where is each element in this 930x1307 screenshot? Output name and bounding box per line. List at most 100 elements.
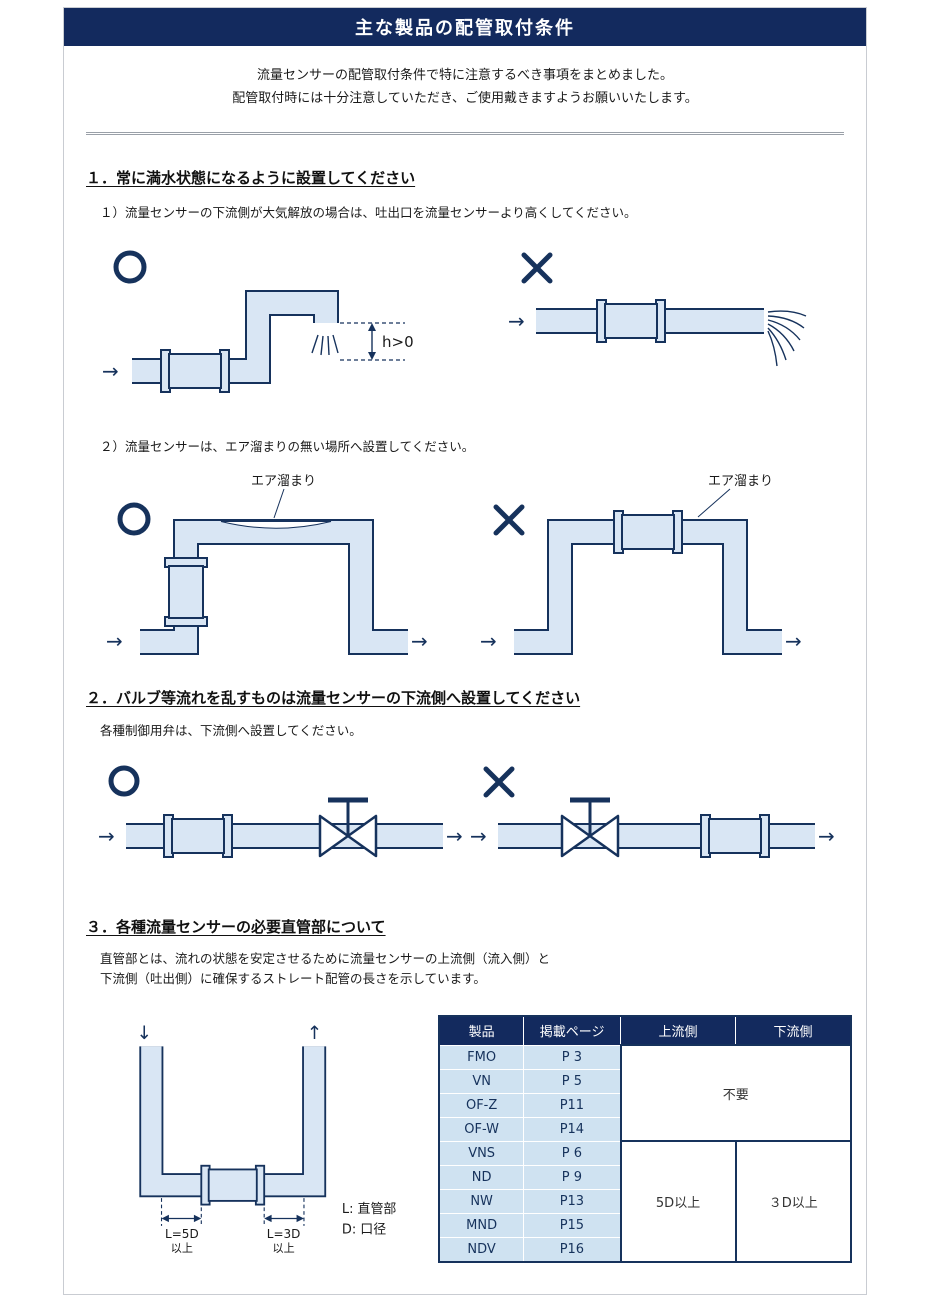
table-row: VNS P 6 5D以上 ３D以上 bbox=[438, 1140, 853, 1263]
product-cell: OF-Z bbox=[438, 1092, 525, 1118]
product-cell: ND bbox=[438, 1164, 525, 1190]
flow-sensor-icon bbox=[200, 1164, 266, 1206]
legend-d: D: 口径 bbox=[342, 1222, 386, 1237]
page-cell: P16 bbox=[523, 1236, 622, 1262]
page-cell: P14 bbox=[523, 1116, 622, 1142]
table-row: OF-Z P11 bbox=[438, 1092, 851, 1118]
table-row: VN P 5 bbox=[438, 1068, 851, 1094]
title-bar: 主な製品の配管取付条件 bbox=[64, 8, 866, 46]
product-cell: FMO bbox=[438, 1044, 525, 1070]
flow-sensor-icon bbox=[160, 349, 230, 393]
ok-mark bbox=[117, 502, 151, 536]
page-cell: P 6 bbox=[523, 1140, 622, 1166]
table-header-row: 製品 掲載ページ 上流側 下流側 bbox=[438, 1015, 852, 1046]
flow-sensor-icon bbox=[163, 814, 233, 858]
intro-line-1: 流量センサーの配管取付条件で特に注意するべき事項をまとめました。 bbox=[256, 68, 673, 83]
table-row: OF-W P14 bbox=[438, 1116, 851, 1142]
callout-line bbox=[273, 488, 285, 519]
col-header-product: 製品 bbox=[438, 1015, 525, 1046]
straight-pipe-section: ↓ ↑ L=5D 以上 L=3D 以上 L: 直管部 D: 口径 bbox=[64, 1013, 866, 1263]
page-cell: P13 bbox=[523, 1188, 622, 1214]
legend-l: L: 直管部 bbox=[342, 1202, 397, 1217]
arrowhead-right bbox=[296, 1214, 304, 1223]
flow-down-arrow: ↓ bbox=[137, 1023, 153, 1044]
page-cell: P 3 bbox=[523, 1044, 622, 1070]
diagram-raised-outlet-ok: → h>0 bbox=[102, 250, 414, 393]
ng-mark bbox=[493, 504, 525, 536]
product-cell: OF-W bbox=[438, 1116, 525, 1142]
pipe-fill bbox=[141, 1046, 325, 1196]
page-cell: P 5 bbox=[523, 1068, 622, 1094]
intro-text: 流量センサーの配管取付条件で特に注意するべき事項をまとめました。 配管取付時には… bbox=[64, 64, 866, 110]
ng-mark bbox=[521, 252, 553, 284]
page-cell: P11 bbox=[523, 1092, 622, 1118]
air-pocket-label: エア溜まり bbox=[251, 474, 316, 489]
height-label: h>0 bbox=[382, 333, 414, 351]
flow-in-arrow: → bbox=[98, 824, 115, 848]
flow-out-arrow: → bbox=[411, 629, 428, 653]
air-pocket bbox=[220, 521, 332, 529]
diagram-row-3: → → → → bbox=[64, 751, 866, 876]
air-pocket-label: エア溜まり bbox=[708, 474, 773, 489]
section3-heading: ３．各種流量センサーの必要直管部について bbox=[86, 918, 386, 936]
table-row: FMO P 3 不要 bbox=[438, 1044, 853, 1142]
desc-line-2: 下流側（吐出側）に確保するストレート配管の長さを示しています。 bbox=[100, 971, 486, 986]
flow-up-arrow: ↑ bbox=[307, 1023, 323, 1044]
group2-downstream: ３D以上 bbox=[734, 1140, 853, 1263]
flow-sensor-icon bbox=[164, 557, 208, 627]
diagram-air-pocket-ok: → エア溜まり → bbox=[106, 474, 428, 655]
table-row: NW P13 bbox=[438, 1188, 851, 1214]
section1-heading: １．常に満水状態になるように設置してください bbox=[86, 169, 416, 187]
water-spray-icon bbox=[767, 310, 807, 367]
ng-mark bbox=[483, 766, 515, 798]
dim-right-label: L=3D bbox=[267, 1227, 301, 1241]
callout-line bbox=[697, 488, 731, 518]
group2-upstream: 5D以上 bbox=[619, 1140, 737, 1263]
table-row: MND P15 bbox=[438, 1212, 851, 1238]
col-header-upstream: 上流側 bbox=[620, 1015, 737, 1046]
diagram-row-2: → エア溜まり → → エア溜まり → bbox=[64, 467, 866, 667]
diagram-row-1: → h>0 → bbox=[64, 231, 866, 416]
flow-in-arrow: → bbox=[102, 359, 119, 383]
section3-description: 直管部とは、流れの状態を安定させるために流量センサーの上流側（流入側）と 下流側… bbox=[100, 949, 866, 989]
dim-left-sub: 以上 bbox=[171, 1242, 193, 1255]
water-spray-icon bbox=[311, 334, 339, 356]
page-cell: P15 bbox=[523, 1212, 622, 1238]
flow-in-arrow: → bbox=[470, 824, 487, 848]
flow-out-arrow: → bbox=[785, 629, 802, 653]
diagram-valve-ok: → → bbox=[98, 765, 463, 876]
group1-requirement: 不要 bbox=[619, 1044, 853, 1142]
flow-sensor-icon bbox=[700, 814, 770, 858]
pipe-outline bbox=[139, 1046, 327, 1198]
section1-note1: １）流量センサーの下流側が大気解放の場合は、吐出口を流量センサーより高くしてくだ… bbox=[100, 205, 637, 220]
product-cell: NW bbox=[438, 1188, 525, 1214]
table-row: NDV P16 bbox=[438, 1236, 851, 1262]
double-rule-separator bbox=[86, 132, 844, 135]
flow-sensor-icon bbox=[596, 299, 666, 343]
product-cell: MND bbox=[438, 1212, 525, 1238]
diagram-straight-pipe: ↓ ↑ L=5D 以上 L=3D 以上 L: 直管部 D: 口径 bbox=[137, 1023, 397, 1255]
dim-right-sub: 以上 bbox=[273, 1242, 295, 1255]
table-row: ND P 9 bbox=[438, 1164, 851, 1190]
product-cell: NDV bbox=[438, 1236, 525, 1262]
section2-note1: 各種制御用弁は、下流側へ設置してください。 bbox=[100, 723, 362, 738]
straight-pipe-table: 製品 掲載ページ 上流側 下流側 FMO P 3 不要 VN P 5 OF-Z bbox=[438, 1015, 853, 1263]
arrowhead-right bbox=[193, 1214, 202, 1223]
product-cell: VN bbox=[438, 1068, 525, 1094]
arrowhead-left bbox=[264, 1214, 272, 1223]
product-cell: VNS bbox=[438, 1140, 525, 1166]
flow-in-arrow: → bbox=[480, 629, 497, 653]
flow-sensor-icon bbox=[613, 510, 683, 554]
dim-left-label: L=5D bbox=[165, 1227, 199, 1241]
col-header-downstream: 下流側 bbox=[735, 1015, 852, 1046]
diagram-air-pocket-ng: → エア溜まり → bbox=[480, 474, 802, 655]
arrowhead-down bbox=[368, 352, 376, 360]
ok-mark bbox=[108, 765, 140, 797]
diagram-valve-ng: → → bbox=[470, 766, 835, 876]
col-header-page: 掲載ページ bbox=[523, 1015, 622, 1046]
diagram-open-end-ng: → bbox=[508, 252, 807, 367]
intro-line-2: 配管取付時には十分注意していただき、ご使用戴きますようお願いいたします。 bbox=[232, 91, 698, 106]
arrowhead-left bbox=[161, 1214, 169, 1223]
ok-mark bbox=[113, 250, 147, 284]
flow-out-arrow: → bbox=[446, 824, 463, 848]
